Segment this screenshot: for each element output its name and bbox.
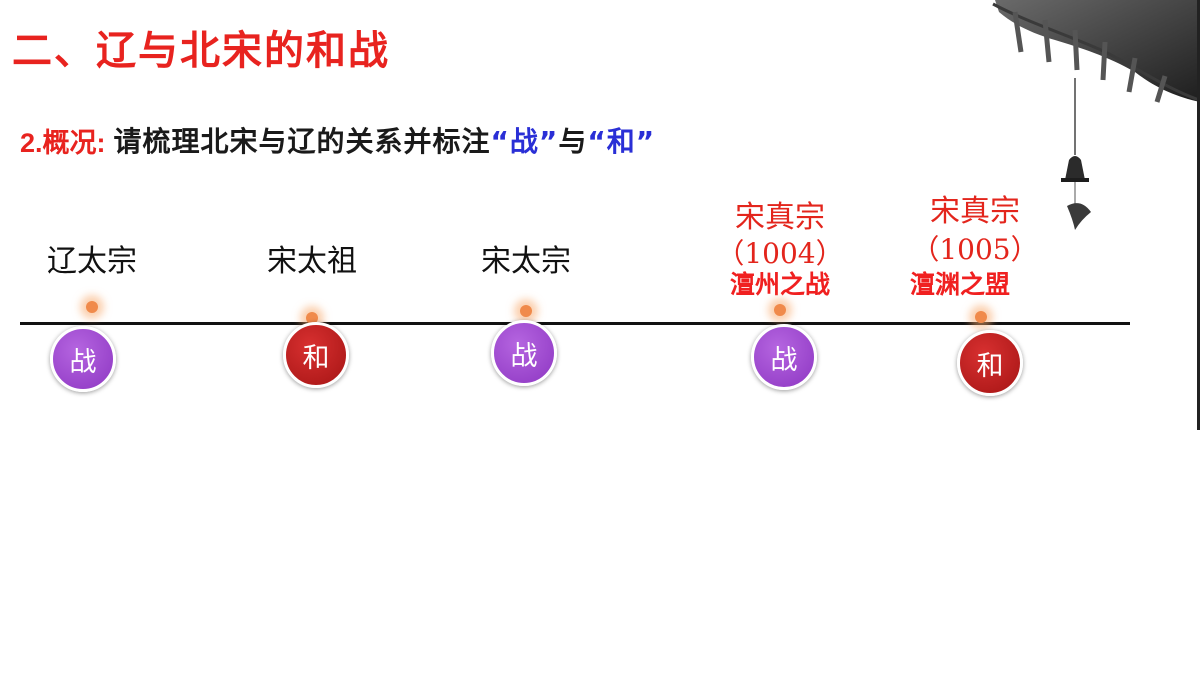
- year-label: （1004）: [716, 237, 844, 270]
- subtitle-row: 2.概况: 请梳理北宋与辽的关系并标注“战”与“和”: [20, 120, 655, 160]
- subtitle-instruction: 请梳理北宋与辽的关系并标注: [113, 125, 491, 158]
- timeline-dot: [306, 312, 318, 324]
- ruler-label: 宋太宗: [481, 244, 571, 279]
- subtitle-text: 请梳理北宋与辽的关系并标注“战”与“和”: [114, 120, 656, 160]
- slide-title: 二、辽与北宋的和战: [12, 27, 390, 74]
- ruler-label: 辽太宗: [47, 244, 137, 279]
- war-badge: 战: [751, 324, 817, 390]
- eave-bell-decoration-icon: [992, 0, 1200, 430]
- ruler-label: 宋真宗: [735, 200, 825, 235]
- peace-badge: 和: [283, 322, 349, 388]
- ruler-label: 宋真宗: [930, 194, 1020, 229]
- subtitle-connector: 与: [558, 125, 588, 158]
- timeline-dot: [975, 311, 987, 323]
- quote-war: “战”: [490, 125, 559, 158]
- timeline-dot: [86, 301, 98, 313]
- war-badge: 战: [50, 326, 116, 392]
- war-badge: 战: [491, 320, 557, 386]
- year-label: （1005）: [911, 233, 1039, 266]
- event-label: 澶州之战: [729, 270, 831, 299]
- event-label: 澶渊之盟: [909, 270, 1011, 299]
- timeline-axis: [20, 322, 1130, 325]
- ruler-label: 宋太祖: [267, 244, 357, 279]
- timeline-dot: [774, 304, 786, 316]
- subtitle-number: 2.概况:: [20, 127, 106, 158]
- timeline-dot: [520, 305, 532, 317]
- quote-peace: “和”: [587, 125, 656, 158]
- peace-badge: 和: [957, 330, 1023, 396]
